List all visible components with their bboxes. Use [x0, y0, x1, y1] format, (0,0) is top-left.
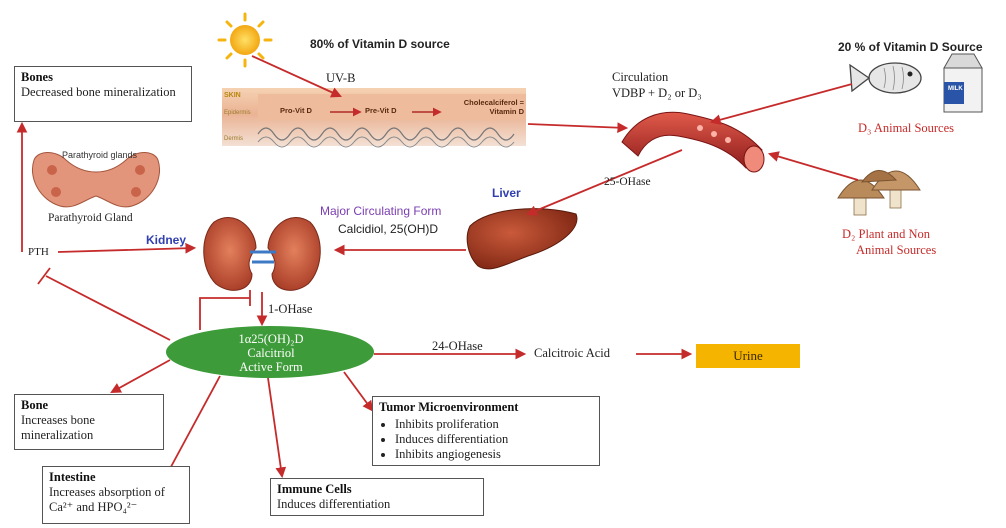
bones-box: Bones Decreased bone mineralization — [14, 66, 192, 122]
kidney-icon — [204, 218, 321, 291]
bones-title: Bones — [21, 70, 185, 85]
kidney-label: Kidney — [146, 233, 186, 247]
bone-title: Bone — [21, 398, 157, 413]
vitamin-d-20-label: 20 % of Vitamin D Source — [838, 40, 983, 54]
intestine-text: Increases absorption of Ca²⁺ and HPO₄²⁻ — [49, 485, 165, 514]
liver-icon — [467, 209, 577, 269]
bones-text: Decreased bone mineralization — [21, 85, 176, 99]
arrow-pth-to-kidney — [58, 248, 194, 252]
epidermis-label: Epidermis — [224, 110, 251, 116]
arrow-calcitriol-to-intestine — [166, 376, 220, 476]
skin-step-pre-vit-d: Pre-Vit D — [365, 106, 397, 115]
dermis-label: Dermis — [224, 136, 243, 142]
calcitroic-acid-label: Calcitroic Acid — [534, 346, 610, 361]
parathyroid-gland-label: Parathyroid Gland — [48, 212, 133, 224]
25-ohase-label: 25-OHase — [604, 176, 651, 188]
blood-vessel-icon — [622, 112, 764, 172]
calcitriol-formula: 1α25(OH)₂D — [206, 332, 336, 347]
milk-label: MILK — [948, 86, 963, 92]
vdbp-label: VDBP + D₂ or D₃ — [612, 86, 702, 101]
skin-step-cholecalciferol: Cholecalciferol = Vitamin D — [444, 98, 524, 116]
bone-box: Bone Increases bone mineralization — [14, 394, 164, 450]
d2-plant-sources-label-line1: D₂ Plant and Non — [842, 227, 930, 242]
arrow-skin-to-circulation — [528, 124, 626, 128]
arrow-calcitriol-to-tumor — [344, 372, 372, 410]
tumor-effects-list: Inhibits proliferation Induces different… — [379, 417, 593, 462]
immune-cells-box: Immune Cells Induces differentiation — [270, 478, 484, 516]
vitamin-d-80-label: 80% of Vitamin D source — [310, 37, 450, 51]
immune-title: Immune Cells — [277, 482, 477, 497]
tumor-effect-item: Induces differentiation — [395, 432, 593, 447]
pth-label: PTH — [28, 246, 49, 258]
tumor-microenvironment-box: Tumor Microenvironment Inhibits prolifer… — [372, 396, 600, 466]
intestine-box: Intestine Increases absorption of Ca²⁺ a… — [42, 466, 190, 524]
arrow-plant-to-circulation — [770, 154, 858, 180]
d2-plant-sources-label-line2: Animal Sources — [856, 243, 936, 258]
parathyroid-gland-icon — [32, 153, 159, 207]
circulation-label: Circulation — [612, 70, 668, 85]
fish-icon — [850, 63, 921, 93]
24-ohase-label: 24-OHase — [432, 339, 483, 354]
arrow-animal-to-circulation — [712, 84, 852, 122]
uvb-label: UV-B — [326, 71, 355, 86]
d3-animal-sources-label: D₃ Animal Sources — [858, 121, 954, 136]
immune-text: Induces differentiation — [277, 497, 390, 511]
major-circulating-form-label: Major Circulating Form — [320, 204, 441, 218]
active-form-label: Active Form — [206, 360, 336, 375]
skin-label: SKIN — [224, 92, 241, 99]
calcitriol-name: Calcitriol — [206, 346, 336, 361]
skin-step-pro-vit-d: Pro-Vit D — [280, 106, 312, 115]
bone-text: Increases bone mineralization — [21, 413, 95, 442]
inhibition-calcitriol-to-kidney — [200, 298, 250, 330]
intestine-title: Intestine — [49, 470, 183, 485]
liver-label: Liver — [492, 186, 521, 200]
tumor-effect-item: Inhibits angiogenesis — [395, 447, 593, 462]
milk-carton-icon — [944, 54, 982, 112]
inhibition-bar-pth — [38, 268, 50, 284]
1-ohase-label: 1-OHase — [268, 302, 312, 317]
parathyroid-glands-label: Parathyroid glands — [62, 150, 137, 160]
tumor-title: Tumor Microenvironment — [379, 400, 593, 415]
arrow-calcitriol-to-bone — [112, 360, 170, 392]
urine-box: Urine — [696, 344, 800, 368]
sun-icon — [219, 14, 271, 66]
calcidiol-label: Calcidiol, 25(OH)D — [338, 222, 438, 236]
tumor-effect-item: Inhibits proliferation — [395, 417, 593, 432]
inhibition-calcitriol-to-pth — [46, 276, 170, 340]
skin-cross-section — [222, 88, 526, 147]
arrow-calcitriol-to-immune — [268, 378, 282, 476]
